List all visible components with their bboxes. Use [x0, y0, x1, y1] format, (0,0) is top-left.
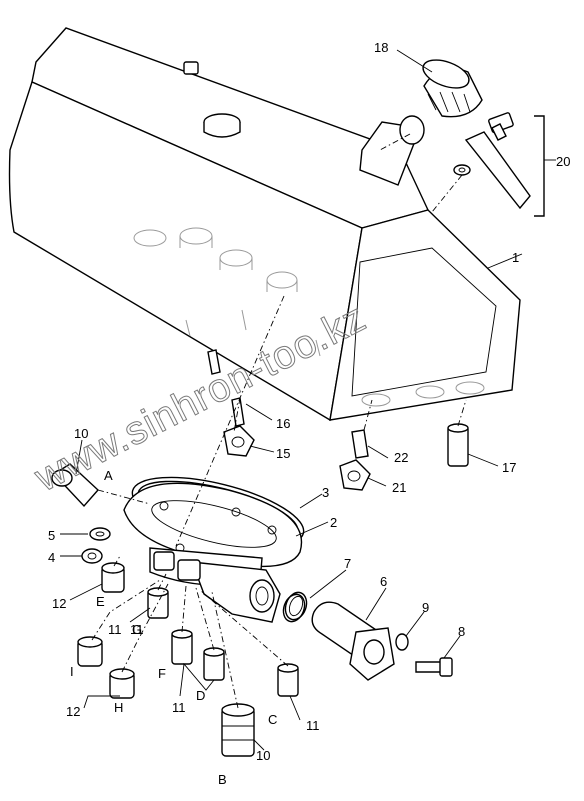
part-number-label-18: 16: [276, 416, 290, 431]
port-letter-label-8: I: [70, 664, 74, 679]
strap-bracket: [431, 112, 545, 217]
part-number-label-7: 8: [458, 624, 465, 639]
part-number-label-12: 11: [172, 700, 186, 715]
part-number-label-9: 10: [74, 426, 88, 441]
part-number-label-5: 6: [380, 574, 387, 589]
filter-housing: [284, 591, 453, 681]
part-number-label-11: 11: [108, 622, 122, 637]
part-number-label-15: 12: [52, 596, 66, 611]
port-letter-label-5: F: [158, 666, 166, 681]
part-labels: 123456789101011111111121215161718202122A…: [48, 40, 570, 787]
part-number-label-22: 21: [392, 480, 406, 495]
port-letter-label-7: H: [114, 700, 123, 715]
part-number-label-10: 10: [256, 748, 270, 763]
part-number-label-16: 12: [66, 704, 80, 719]
assembly-lines: [91, 133, 467, 709]
port-letter-label-0: A: [104, 468, 113, 483]
part-number-label-17: 15: [276, 446, 290, 461]
part-number-label-6: 7: [344, 556, 351, 571]
filler-cap: [422, 59, 483, 118]
part-number-label-4: 5: [48, 528, 55, 543]
part-number-label-0: 1: [512, 250, 519, 265]
fuel-tank: [8, 27, 521, 422]
part-number-label-1: 2: [330, 515, 337, 530]
part-number-label-23: 22: [394, 450, 408, 465]
leader-lines: [60, 49, 556, 751]
part-number-label-8: 9: [422, 600, 429, 615]
part-number-label-13: 11: [306, 718, 320, 733]
fittings: [51, 349, 469, 757]
part-number-label-2: 3: [322, 485, 329, 500]
port-letter-label-1: B: [218, 772, 227, 787]
part-number-label-14: 11: [130, 622, 144, 637]
port-letter-label-4: E: [96, 594, 105, 609]
part-number-label-21: 20: [556, 154, 570, 169]
part-number-label-3: 4: [48, 550, 55, 565]
port-letter-label-2: C: [268, 712, 277, 727]
port-letter-label-6: G: [132, 622, 142, 637]
port-letter-label-3: D: [196, 688, 205, 703]
part-number-label-19: 17: [502, 460, 516, 475]
part-number-label-20: 18: [374, 40, 388, 55]
